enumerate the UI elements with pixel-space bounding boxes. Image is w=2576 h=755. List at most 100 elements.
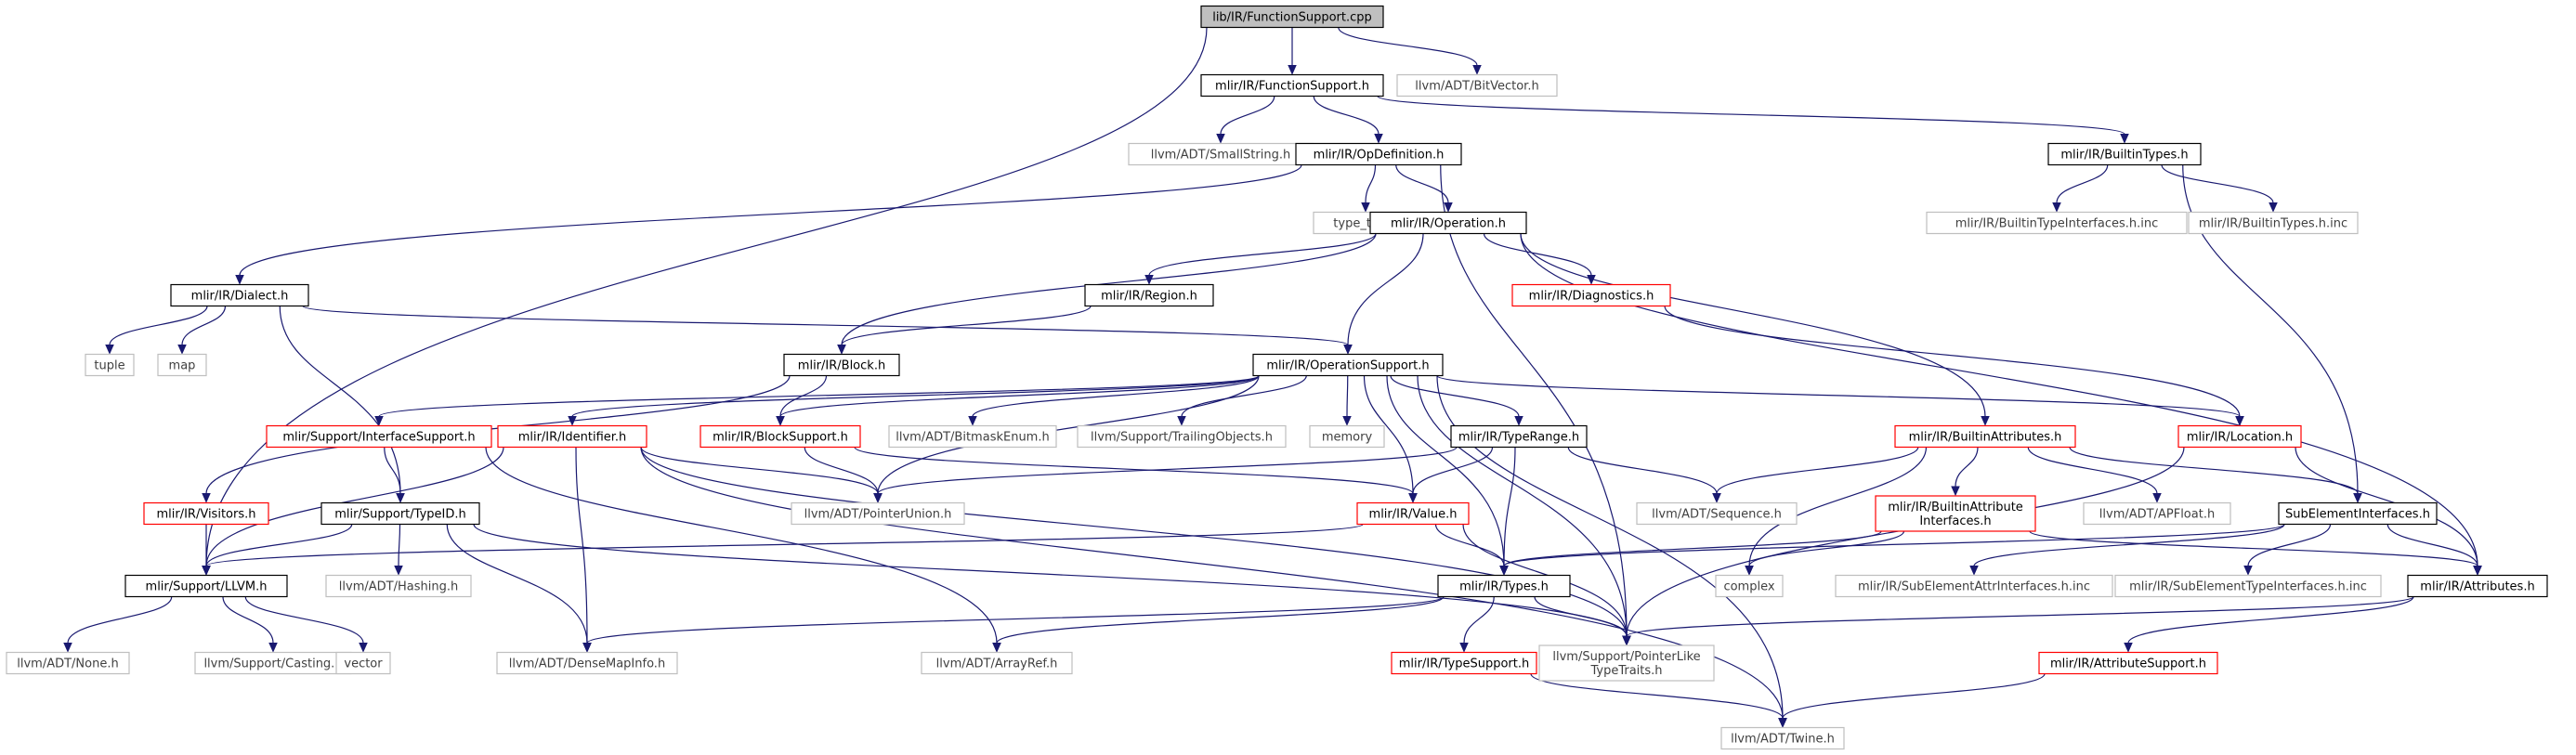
node-bitmaskenum[interactable]: llvm/ADT/BitmaskEnum.h <box>888 424 1057 449</box>
node-typeid[interactable]: mlir/Support/TypeID.h <box>320 501 480 526</box>
edge-arrowhead <box>2124 643 2133 653</box>
edge-line <box>1181 375 1307 417</box>
node-builtinattrs[interactable]: mlir/IR/BuiltinAttributes.h <box>1894 424 2076 449</box>
edge-builtinattrs-to-sequence <box>1712 447 1919 503</box>
edge-arrowhead <box>1778 718 1787 728</box>
edge-types-to-ptrliketraits <box>1534 596 1631 646</box>
node-fsupport[interactable]: mlir/IR/FunctionSupport.h <box>1200 73 1384 98</box>
node-ifacesupport[interactable]: mlir/Support/InterfaceSupport.h <box>266 424 492 449</box>
edge-line <box>841 306 1092 345</box>
node-box <box>266 424 492 449</box>
node-tuple[interactable]: tuple <box>85 353 135 377</box>
edge-operation-to-opsupport <box>1343 233 1424 355</box>
edge-line <box>2295 447 2478 566</box>
node-label: SubElementInterfaces.h <box>2285 508 2430 522</box>
edge-layer <box>63 27 2482 728</box>
node-label: mlir/Support/InterfaceSupport.h <box>282 431 475 445</box>
edge-arrowhead <box>1444 202 1453 213</box>
node-btinterfaces[interactable]: mlir/IR/BuiltinTypeInterfaces.h.inc <box>1926 211 2188 235</box>
edge-line <box>485 447 998 644</box>
node-arrayref[interactable]: llvm/ADT/ArrayRef.h <box>921 651 1073 675</box>
node-vector[interactable]: vector <box>335 651 391 675</box>
node-pointerunion[interactable]: llvm/ADT/PointerUnion.h <box>791 501 965 526</box>
edge-line <box>996 595 1445 644</box>
node-llvmh[interactable]: mlir/Support/LLVM.h <box>124 574 288 598</box>
node-typesupport[interactable]: mlir/IR/TypeSupport.h <box>1391 651 1537 675</box>
node-box <box>1252 353 1444 377</box>
node-bitvector[interactable]: llvm/ADT/BitVector.h <box>1396 73 1558 98</box>
node-label: mlir/IR/Region.h <box>1101 290 1197 304</box>
edge-identifier-to-densemapinfo <box>575 447 592 653</box>
edge-arrowhead <box>359 643 368 653</box>
node-location[interactable]: mlir/IR/Location.h <box>2177 424 2302 449</box>
node-label: mlir/IR/BuiltinAttribute <box>1888 501 2023 514</box>
node-value[interactable]: mlir/IR/Value.h <box>1356 501 1470 526</box>
node-label: llvm/ADT/APFloat.h <box>2099 508 2215 522</box>
node-casting[interactable]: llvm/Support/Casting.h <box>194 651 352 675</box>
edge-arrowhead <box>582 643 592 653</box>
node-box <box>888 424 1057 449</box>
node-box <box>1720 726 1845 750</box>
node-none[interactable]: llvm/ADT/None.h <box>6 651 130 675</box>
node-blocksupport[interactable]: mlir/IR/BlockSupport.h <box>700 424 861 449</box>
node-operation[interactable]: mlir/IR/Operation.h <box>1369 211 1527 235</box>
node-subelem[interactable]: SubElementInterfaces.h <box>2278 501 2438 526</box>
edge-batinterfaces-to-attributes <box>2029 530 2482 576</box>
node-root[interactable]: lib/IR/FunctionSupport.cpp <box>1200 5 1384 29</box>
node-box <box>1200 73 1384 98</box>
node-block[interactable]: mlir/IR/Block.h <box>783 353 900 377</box>
edge-llvmh-to-casting <box>222 596 278 653</box>
node-label: mlir/Support/TypeID.h <box>334 508 465 522</box>
node-label: llvm/ADT/None.h <box>17 657 118 671</box>
node-typerange[interactable]: mlir/IR/TypeRange.h <box>1450 424 1588 449</box>
node-attributes[interactable]: mlir/IR/Attributes.h <box>2407 574 2548 598</box>
node-twine[interactable]: llvm/ADT/Twine.h <box>1720 726 1845 750</box>
edge-subelem-to-subtypeinc <box>2243 524 2332 576</box>
edge-line <box>1338 27 1478 66</box>
node-box <box>1309 424 1385 449</box>
node-attrsupport[interactable]: mlir/IR/AttributeSupport.h <box>2038 651 2218 675</box>
node-btinc[interactable]: mlir/IR/BuiltinTypes.h.inc <box>2188 211 2359 235</box>
node-diagnostics[interactable]: mlir/IR/Diagnostics.h <box>1511 283 1671 307</box>
node-visitors[interactable]: mlir/IR/Visitors.h <box>143 501 269 526</box>
node-memory[interactable]: memory <box>1309 424 1385 449</box>
edge-line <box>2161 164 2274 203</box>
edge-root-to-llvmh <box>202 27 1208 576</box>
node-identifier[interactable]: mlir/IR/Identifier.h <box>497 424 647 449</box>
node-label: mlir/IR/Diagnostics.h <box>1529 290 1654 304</box>
node-sequence[interactable]: llvm/ADT/Sequence.h <box>1636 501 1798 526</box>
edge-line <box>1748 530 1905 566</box>
node-box <box>2407 574 2548 598</box>
edge-arrowhead <box>873 493 883 503</box>
node-label: mlir/IR/Identifier.h <box>518 431 627 445</box>
node-subattrinc[interactable]: mlir/IR/SubElementAttrInterfaces.h.inc <box>1835 574 2113 598</box>
node-region[interactable]: mlir/IR/Region.h <box>1084 283 1214 307</box>
node-box <box>1835 574 2113 598</box>
node-apfloat[interactable]: llvm/ADT/APFloat.h <box>2083 501 2231 526</box>
node-dialect[interactable]: mlir/IR/Dialect.h <box>170 283 309 307</box>
node-map[interactable]: map <box>157 353 207 377</box>
edge-line <box>1440 164 1628 637</box>
edge-line <box>586 595 1445 644</box>
node-complex[interactable]: complex <box>1715 574 1784 598</box>
node-box <box>157 353 207 377</box>
edge-opsupport-to-memory <box>1342 375 1352 426</box>
node-smallstring[interactable]: llvm/ADT/SmallString.h <box>1128 142 1314 166</box>
edge-line <box>804 447 879 494</box>
node-opsupport[interactable]: mlir/IR/OperationSupport.h <box>1252 353 1444 377</box>
node-opdef[interactable]: mlir/IR/OpDefinition.h <box>1295 142 1462 166</box>
node-types[interactable]: mlir/IR/Types.h <box>1437 574 1571 598</box>
node-builtintypes[interactable]: mlir/IR/BuiltinTypes.h <box>2047 142 2202 166</box>
node-label: mlir/IR/AttributeSupport.h <box>2050 657 2206 671</box>
edge-arrowhead <box>1216 134 1225 144</box>
node-subtypeinc[interactable]: mlir/IR/SubElementTypeInterfaces.h.inc <box>2114 574 2382 598</box>
node-trailingobj[interactable]: llvm/Support/TrailingObjects.h <box>1077 424 1287 449</box>
edge-line <box>877 375 1260 494</box>
edge-arrowhead <box>202 493 211 503</box>
node-label: mlir/Support/LLVM.h <box>146 580 268 594</box>
node-hashing[interactable]: llvm/ADT/Hashing.h <box>325 574 472 598</box>
edge-llvmh-to-vector <box>244 596 368 653</box>
node-densemapinfo[interactable]: llvm/ADT/DenseMapInfo.h <box>496 651 678 675</box>
